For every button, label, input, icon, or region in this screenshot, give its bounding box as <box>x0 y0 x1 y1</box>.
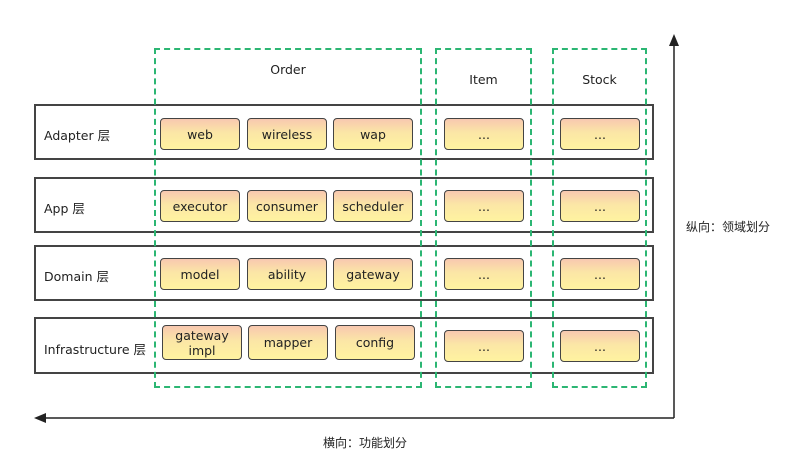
cell-infrastructure-item: ... <box>444 330 524 362</box>
cell-infrastructure-order-2: mapper <box>248 325 328 360</box>
horizontal-axis-label: 横向：功能划分 <box>323 436 408 450</box>
domain-box-item <box>435 48 532 388</box>
domain-title-stock: Stock <box>582 72 617 87</box>
layer-domain <box>34 245 654 301</box>
domain-title-order: Order <box>270 62 306 77</box>
layer-label-app: App 层 <box>44 201 85 216</box>
layer-label-adapter: Adapter 层 <box>44 128 111 143</box>
domain-box-stock <box>552 48 647 388</box>
cell-infrastructure-stock: ... <box>560 330 640 362</box>
cell-domain-stock: ... <box>560 258 640 290</box>
cell-infrastructure-order-1: gateway impl <box>162 325 242 360</box>
cell-app-item: ... <box>444 190 524 222</box>
cell-app-order-1: executor <box>160 190 240 222</box>
domain-title-item: Item <box>469 72 498 87</box>
vertical-axis-label: 纵向：领域划分 <box>686 220 771 234</box>
cell-domain-order-1: model <box>160 258 240 290</box>
cell-adapter-order-2: wireless <box>247 118 327 150</box>
horizontal-axis-arrow-icon <box>34 413 46 423</box>
cell-domain-order-3: gateway <box>333 258 413 290</box>
cell-app-stock: ... <box>560 190 640 222</box>
vertical-axis-arrow-icon <box>669 34 679 46</box>
cell-infrastructure-order-3: config <box>335 325 415 360</box>
layer-label-domain: Domain 层 <box>44 269 109 284</box>
cell-adapter-item: ... <box>444 118 524 150</box>
cell-domain-item: ... <box>444 258 524 290</box>
layer-label-infrastructure: Infrastructure 层 <box>44 342 147 357</box>
cell-adapter-order-1: web <box>160 118 240 150</box>
cell-adapter-stock: ... <box>560 118 640 150</box>
cell-adapter-order-3: wap <box>333 118 413 150</box>
domain-box-order <box>154 48 422 388</box>
cell-app-order-2: consumer <box>247 190 327 222</box>
cell-domain-order-2: ability <box>247 258 327 290</box>
cell-app-order-3: scheduler <box>333 190 413 222</box>
